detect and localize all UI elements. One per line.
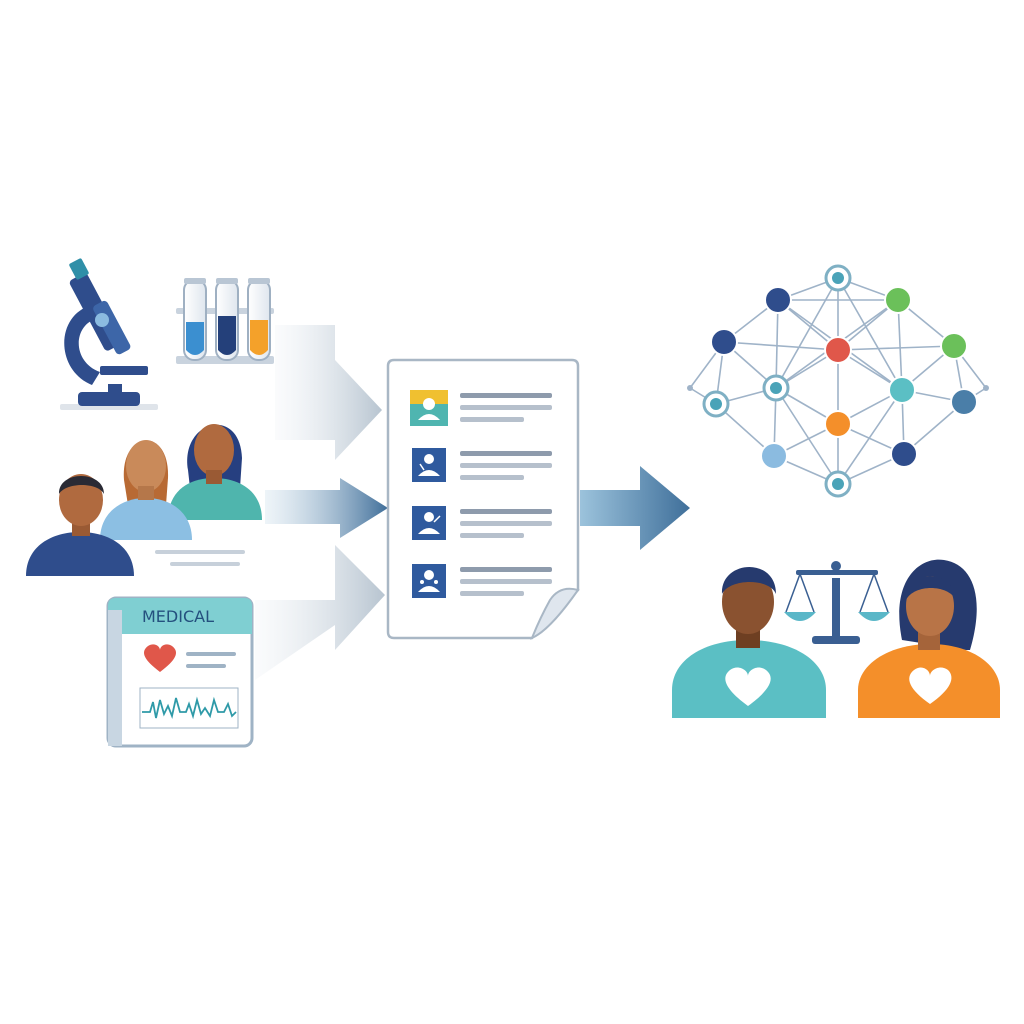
test-tubes-icon — [176, 278, 274, 364]
network-edge — [723, 341, 839, 351]
clinician-icon — [412, 448, 446, 482]
arrow-middle — [265, 478, 388, 538]
arrow-output — [580, 466, 690, 550]
record-label: MEDICAL — [142, 607, 214, 626]
network-edges — [689, 277, 987, 485]
input-arrows — [255, 325, 388, 680]
doc-row — [412, 506, 552, 540]
network-node — [760, 442, 788, 470]
neural-network-icon — [687, 264, 989, 498]
person-icon — [26, 474, 134, 576]
network-node — [824, 336, 852, 364]
balance-scale-icon — [784, 561, 890, 644]
user-avatar-icon — [410, 390, 448, 426]
network-node — [888, 376, 916, 404]
network-node — [983, 385, 989, 391]
person-icon — [168, 424, 262, 520]
heart-icon — [144, 644, 176, 672]
ecg-waveform-icon — [139, 687, 239, 729]
clinician-icon — [412, 506, 446, 540]
person-heart-icon — [672, 566, 826, 718]
doc-row — [412, 448, 552, 482]
network-node — [824, 264, 852, 292]
arrow-bottom — [255, 545, 385, 680]
person-icon — [100, 440, 192, 540]
arrow-top — [275, 325, 382, 460]
network-node — [710, 328, 738, 356]
network-node — [890, 440, 918, 468]
network-node — [762, 374, 790, 402]
medical-record-card: MEDICAL — [106, 596, 254, 748]
network-node — [764, 286, 792, 314]
network-node — [884, 286, 912, 314]
network-edge — [897, 299, 903, 391]
doc-row — [410, 390, 552, 426]
doc-row — [412, 564, 552, 598]
microscope-icon — [60, 258, 158, 410]
network-edge — [837, 277, 903, 391]
network-edge — [837, 345, 955, 351]
person-heart-icon — [858, 559, 1000, 718]
network-node — [702, 390, 730, 418]
network-node — [950, 388, 978, 416]
network-node — [687, 385, 693, 391]
fairness-group — [672, 559, 1000, 718]
network-edge — [775, 387, 839, 485]
network-nodes — [687, 264, 989, 498]
network-edge — [775, 299, 779, 389]
network-node — [824, 410, 852, 438]
network-edge — [775, 277, 839, 389]
network-edge — [837, 389, 903, 485]
network-node — [824, 470, 852, 498]
clinician-icon — [412, 564, 446, 598]
data-document — [386, 358, 580, 640]
people-group — [26, 424, 262, 576]
network-node — [940, 332, 968, 360]
